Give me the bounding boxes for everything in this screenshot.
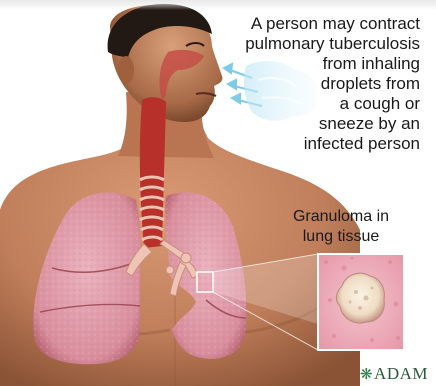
caption-line: A person may contract bbox=[200, 14, 420, 34]
top-edge-shade bbox=[0, 0, 436, 10]
granuloma-caption: Granuloma in lung tissue bbox=[266, 207, 416, 247]
logo-text: ADAM bbox=[374, 364, 428, 383]
trachea bbox=[140, 97, 166, 248]
caption-line: Granuloma in bbox=[266, 207, 416, 227]
caption-line: sneeze by an bbox=[200, 114, 420, 134]
granuloma-inset bbox=[318, 254, 404, 350]
caption-line: pulmonary tuberculosis bbox=[200, 34, 420, 54]
adam-logo: ❋ADAM bbox=[360, 364, 428, 384]
caption-line: droplets from bbox=[200, 74, 420, 94]
caption-line: infected person bbox=[200, 134, 420, 154]
caption-line: lung tissue bbox=[266, 227, 416, 247]
transmission-caption: A person may contract pulmonary tubercul… bbox=[200, 14, 420, 154]
caption-line: from inhaling bbox=[200, 54, 420, 74]
adam-logo-icon: ❋ bbox=[360, 367, 373, 383]
caption-line: a cough or bbox=[200, 94, 420, 114]
